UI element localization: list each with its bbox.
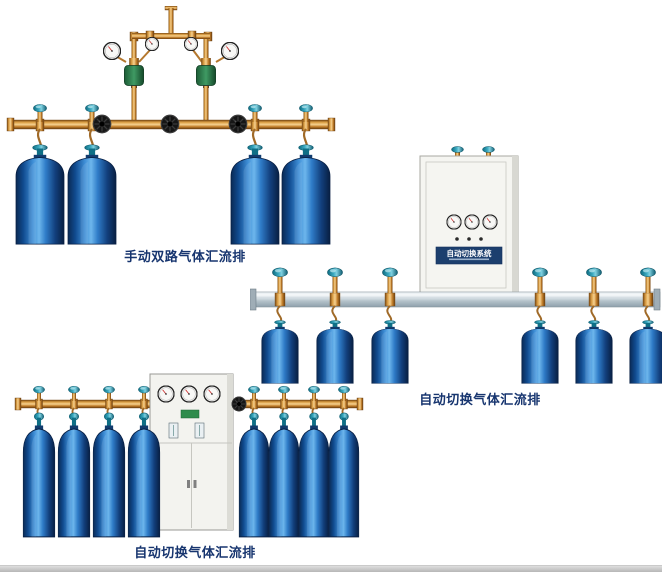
gas-cylinder xyxy=(57,412,91,538)
cylinder-valve-knob xyxy=(248,103,262,113)
gas-cylinder xyxy=(298,412,330,538)
gas-cylinder xyxy=(67,144,117,245)
auto-switch-wall-manifold-illustration: 自动切换系统 xyxy=(250,146,662,384)
cylinder-valve-knob xyxy=(103,385,115,394)
page-bottom-divider xyxy=(0,565,662,572)
gas-cylinder xyxy=(238,412,270,538)
gas-cylinder xyxy=(371,320,409,384)
cylinder-valve-knob xyxy=(338,385,350,394)
cabinet-label: 自动切换系统 xyxy=(447,248,492,258)
cylinder-valve-knob xyxy=(382,267,398,278)
cylinder-valve-knob xyxy=(327,267,343,278)
control-cabinet xyxy=(149,373,234,531)
gas-cylinder xyxy=(92,412,126,538)
pressure-regulator-right xyxy=(184,37,239,88)
pressure-gauge xyxy=(446,214,462,230)
auto-switch-floor-manifold-illustration xyxy=(14,373,364,538)
cabinet-top-valves xyxy=(451,146,495,157)
gas-cylinder xyxy=(22,412,56,538)
cylinder-valve-knob xyxy=(640,267,656,278)
pipe-stations xyxy=(33,385,350,410)
cylinder-valve-knob xyxy=(33,103,47,113)
outlet-pipe xyxy=(129,6,213,60)
caption-auto-switch-wall-manifold: 自动切换气体汇流排 xyxy=(419,392,541,407)
pressure-gauge xyxy=(221,42,239,60)
door-handle xyxy=(187,480,190,488)
pressure-regulator-left xyxy=(103,37,159,88)
cylinder-valve-knob xyxy=(138,385,150,394)
cylinder-valve-knob xyxy=(586,267,602,278)
cylinder-valve-knob xyxy=(308,385,320,394)
cylinder-valve-knob xyxy=(278,385,290,394)
cabinet-label-plate: 自动切换系统 xyxy=(435,246,503,265)
pressure-gauge xyxy=(203,385,221,403)
pressure-gauge xyxy=(103,42,121,60)
cylinder-valve-knob xyxy=(85,103,99,113)
valve-handwheel xyxy=(228,114,248,134)
valve-handwheel xyxy=(231,396,247,412)
manifold-rail xyxy=(250,288,661,311)
valve-handwheel xyxy=(92,114,112,134)
cylinder-valve-knob xyxy=(68,385,80,394)
pressure-gauge xyxy=(157,385,175,403)
indicator-label xyxy=(180,409,200,419)
gas-cylinder xyxy=(268,412,300,538)
caption-manual-dual-manifold: 手动双路气体汇流排 xyxy=(124,249,246,264)
gas-cylinder xyxy=(629,320,662,384)
pressure-gauge xyxy=(145,37,159,51)
cylinder-valve-knob xyxy=(248,385,260,394)
caption-auto-switch-floor-manifold: 自动切换气体汇流排 xyxy=(134,545,256,560)
cylinder-valve-knob xyxy=(532,267,548,278)
pressure-gauge xyxy=(482,214,498,230)
cylinder-valve-knob xyxy=(33,385,45,394)
drop-pipes xyxy=(131,86,209,122)
gas-cylinder xyxy=(328,412,360,538)
gas-cylinder xyxy=(575,320,613,384)
gas-cylinder xyxy=(15,144,65,245)
connection-hoses xyxy=(276,305,651,323)
control-cabinet: 自动切换系统 xyxy=(419,155,519,295)
door-handle xyxy=(193,480,197,488)
manual-dual-manifold-illustration xyxy=(6,6,336,245)
rail-stations xyxy=(272,267,656,307)
valve-handwheel xyxy=(160,114,180,134)
pressure-gauge xyxy=(464,214,480,230)
gas-cylinder xyxy=(521,320,559,384)
cylinder-valve-knob xyxy=(272,267,288,278)
pressure-gauge xyxy=(184,37,198,51)
pressure-gauge xyxy=(180,385,198,403)
cylinder-valve-knob xyxy=(299,103,313,113)
